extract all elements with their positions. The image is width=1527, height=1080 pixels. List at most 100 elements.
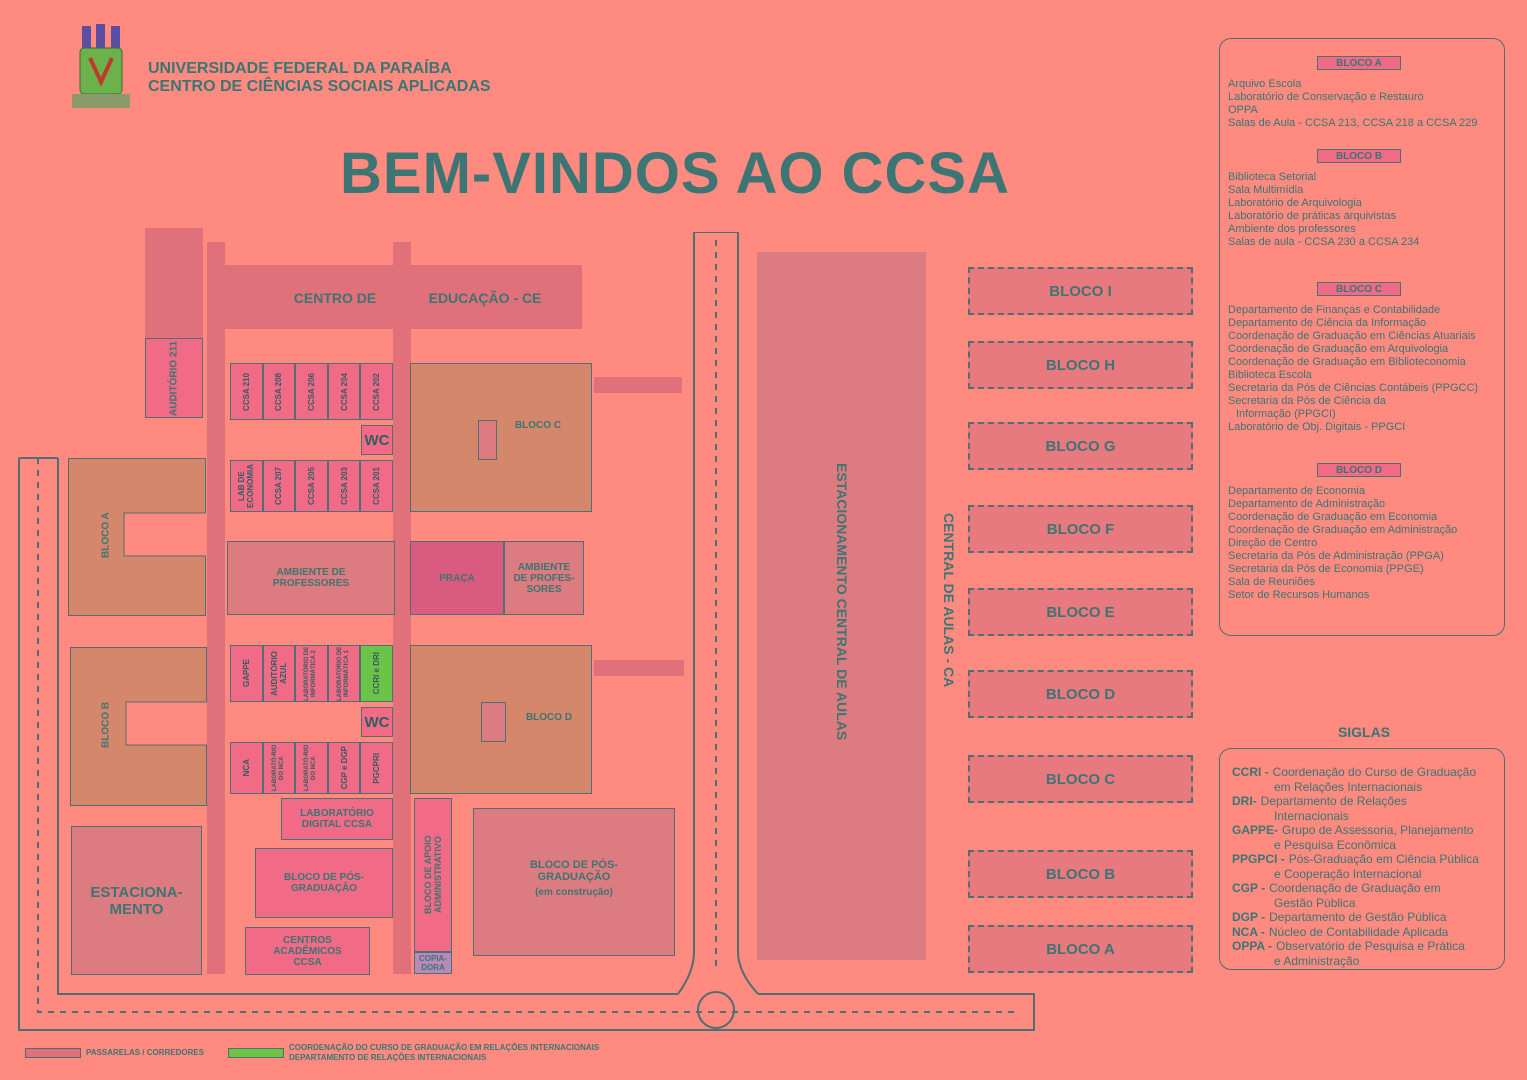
copiadora[interactable]: COPIA-DORA — [414, 952, 452, 974]
room-lab-informatica-2[interactable]: LABORATÓRIO DE INFORMÁTICA 2 — [295, 645, 328, 702]
sigla-desc-cont: Gestão Pública — [1274, 895, 1356, 910]
bloco-c-court — [478, 420, 497, 460]
university-header: UNIVERSIDADE FEDERAL DA PARAÍBA CENTRO D… — [148, 60, 491, 96]
room-ccsa-207[interactable]: CCSA 207 — [262, 460, 296, 512]
room-pgcpri[interactable]: PGCPRI — [360, 742, 393, 794]
sigla-abbr: PPGPCI - — [1232, 852, 1285, 866]
sigla-desc-cont: em Relações Internacionais — [1274, 779, 1423, 794]
legend-tag-1: BLOCO B — [1317, 149, 1401, 163]
legend-item: Departamento de Administração — [1228, 498, 1386, 510]
sigla-desc-cont: Internacionais — [1274, 808, 1349, 823]
room-ccsa-201[interactable]: CCSA 201 — [360, 460, 393, 512]
ce-label-left: CENTRO DE — [293, 290, 377, 306]
legend-item: Secretaria da Pós de Administração (PPGA… — [1228, 550, 1444, 562]
legend-item: Ambiente dos professores — [1228, 223, 1356, 235]
ufpb-logo — [70, 22, 132, 114]
sigla-desc: Departamento de Relações — [1260, 794, 1407, 808]
bloco-pos-graduacao[interactable]: BLOCO DE PÓS-GRADUAÇÃO — [255, 848, 393, 918]
bloco-d-court — [481, 702, 506, 742]
road-network — [18, 231, 1038, 1032]
sigla-entry: PPGPCI -Pós-Graduação em Ciência Pública — [1232, 852, 1502, 867]
sigla-entry: NCA -Núcleo de Contabilidade Aplicada — [1232, 925, 1502, 940]
room-lab-informatica-1[interactable]: LABORATÓRIO DE INFORMÁTICA 1 — [327, 645, 361, 702]
bloco-b-building[interactable] — [70, 647, 207, 806]
sigla-abbr: DGP - — [1232, 910, 1266, 924]
bloco-a-building[interactable] — [68, 458, 206, 616]
ca-block-7[interactable]: BLOCO C — [968, 755, 1193, 803]
centros-academicos[interactable]: CENTROS ACADÊMICOS CCSA — [245, 927, 370, 975]
sigla-desc: Departamento de Gestão Pública — [1269, 910, 1447, 924]
bloco-pos-construcao[interactable]: BLOCO DE PÓS-GRADUAÇÃO (em construção) — [473, 808, 675, 956]
legend-item: Secretaria da Pós de Ciências Contábeis … — [1228, 382, 1479, 394]
sigla-desc: Coordenação de Graduação em — [1269, 881, 1441, 895]
estacionamento-central[interactable]: ESTACIONAMENTO CENTRAL DE AULAS — [757, 252, 926, 960]
laboratorio-digital[interactable]: LABORATÓRIO DIGITAL CCSA — [281, 798, 393, 840]
ca-block-8[interactable]: BLOCO B — [968, 850, 1193, 898]
ambiente-professores[interactable]: AMBIENTE DE PROFESSORES — [227, 541, 395, 615]
legend-item: Laboratório de Obj. Digitais - PPGCI — [1228, 421, 1406, 433]
legend-tag-3: BLOCO D — [1317, 463, 1401, 477]
bloco-apoio-administrativo[interactable]: BLOCO DE APOIO ADMINISTRATIVO — [414, 798, 452, 952]
ca-block-4[interactable]: BLOCO F — [968, 505, 1193, 553]
legend-item: Informação (PPGCI) — [1236, 408, 1336, 420]
sigla-desc: Grupo de Assessoria, Planejamento — [1282, 823, 1474, 837]
room-lab-nca-2[interactable]: LABORATÓ-RIO DO NCA — [295, 742, 328, 794]
wc-top[interactable]: WC — [361, 425, 393, 455]
legend-item: Departamento de Ciência da Informação — [1228, 317, 1427, 329]
room-ccsa-204[interactable]: CCSA 204 — [327, 363, 361, 420]
room-ccsa-205[interactable]: CCSA 205 — [295, 460, 328, 512]
passarelas-label: PASSARELAS / CORREDORES — [86, 1048, 205, 1057]
room-ccsa-208[interactable]: CCSA 208 — [262, 363, 296, 420]
bloco-c-building[interactable] — [410, 363, 592, 512]
auditorio-211[interactable]: AUDITÓRIO 211 — [145, 338, 203, 418]
sigla-abbr: NCA - — [1232, 924, 1265, 939]
legend-item: Coordenação de Graduação em Economia — [1228, 511, 1438, 523]
wc-bottom[interactable]: WC — [361, 707, 393, 737]
room-lab-economia[interactable]: LAB DE ECONOMIA — [230, 460, 263, 512]
legend-item: Coordenação de Graduação em Ciências Atu… — [1228, 330, 1476, 342]
passarelas-swatch — [25, 1048, 81, 1058]
legend-item: Biblioteca Escola — [1228, 369, 1312, 381]
room-cgp-dgp[interactable]: CGP e DGP — [327, 742, 361, 794]
room-lab-nca-1[interactable]: LABORATÓ-RIO DO NCA — [262, 742, 296, 794]
central-aulas-label: CENTRAL DE AULAS - CA — [941, 512, 957, 688]
sigla-entry: CCRI -Coordenação do Curso de Graduação — [1232, 765, 1502, 780]
room-ccsa-206[interactable]: CCSA 206 — [295, 363, 328, 420]
rooms-row-d2: NCA LABORATÓ-RIO DO NCA LABORATÓ-RIO DO … — [230, 742, 393, 794]
bloco-d-label: BLOCO D — [525, 712, 573, 723]
legend-item: Coordenação de Graduação em Arquivologia — [1228, 343, 1449, 355]
ca-block-9[interactable]: BLOCO A — [968, 925, 1193, 973]
legend-item: Arquivo Escola — [1228, 78, 1302, 90]
room-ccri-dri[interactable]: CCRI e DRI — [360, 645, 393, 702]
ca-block-5[interactable]: BLOCO E — [968, 588, 1193, 636]
coordenacao-label: COORDENAÇÃO DO CURSO DE GRADUAÇÃO EM REL… — [289, 1043, 599, 1063]
legend-item: Salas de Aula - CCSA 213, CCSA 218 a CCS… — [1228, 117, 1478, 129]
room-nca[interactable]: NCA — [230, 742, 263, 794]
sigla-desc: Coordenação do Curso de Graduação — [1272, 765, 1477, 779]
rooms-row-top: CCSA 210 CCSA 208 CCSA 206 CCSA 204 CCSA… — [230, 363, 393, 420]
ca-block-3[interactable]: BLOCO G — [968, 422, 1193, 470]
room-auditorio-azul[interactable]: AUDITÓRIO AZUL — [262, 645, 296, 702]
room-ccsa-203[interactable]: CCSA 203 — [327, 460, 361, 512]
ca-block-6[interactable]: BLOCO D — [968, 670, 1193, 718]
sigla-entry: DGP -Departamento de Gestão Pública — [1232, 910, 1502, 925]
ca-block-2[interactable]: BLOCO H — [968, 341, 1193, 389]
ca-block-1[interactable]: BLOCO I — [968, 267, 1193, 315]
room-ccsa-202[interactable]: CCSA 202 — [360, 363, 393, 420]
ambiente-professores-2[interactable]: AMBIENTE DE PROFES-SORES — [504, 541, 584, 615]
estacionamento[interactable]: ESTACIONA-MENTO — [71, 826, 202, 975]
legend-item: Secretaria da Pós de Economia (PPGE) — [1228, 563, 1424, 575]
sigla-entry: DRI-Departamento de Relações — [1232, 794, 1502, 809]
praca[interactable]: PRAÇA — [410, 541, 504, 615]
legend-item: OPPA — [1228, 104, 1258, 116]
corridor-vertical-2 — [393, 242, 411, 974]
legend-item: Coordenação de Graduação em Administraçã… — [1228, 524, 1458, 536]
page-title: BEM-VINDOS AO CCSA — [340, 141, 1010, 206]
legend-tag-0: BLOCO A — [1317, 56, 1401, 70]
sigla-desc: Observatório de Pesquisa e Prática — [1276, 939, 1465, 953]
room-gappe[interactable]: GAPPE — [230, 645, 263, 702]
sigla-abbr: OPPA - — [1232, 939, 1273, 953]
room-ccsa-210[interactable]: CCSA 210 — [230, 363, 263, 420]
legend-item: Laboratório de Arquivologia — [1228, 197, 1362, 209]
